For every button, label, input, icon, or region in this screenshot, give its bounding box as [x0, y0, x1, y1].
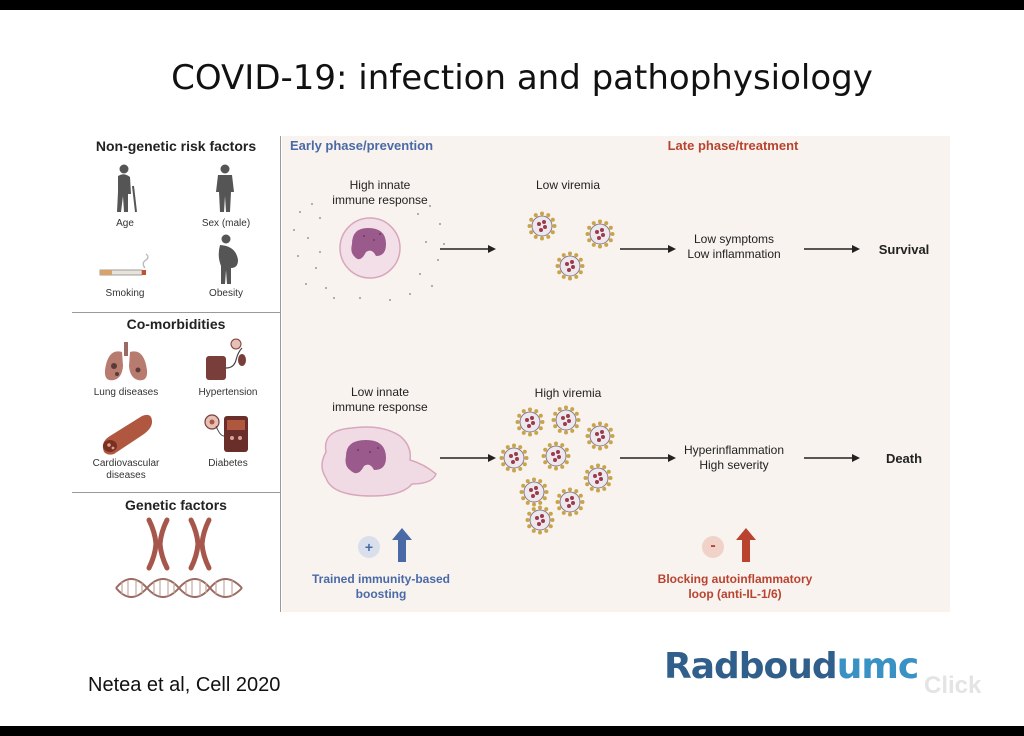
- survival-label: Survival: [878, 242, 930, 257]
- blocking-line2: loop (anti-IL-1/6): [688, 587, 782, 601]
- high-innate-line1: High innate: [349, 178, 411, 192]
- arrow-icon: [620, 245, 676, 253]
- slide-title: COVID-19: infection and pathophysiology: [171, 58, 873, 98]
- virus-cluster-dense-icon: [499, 405, 615, 535]
- dna-helix-icon: [115, 578, 243, 598]
- comorbidities-header: Co-morbidities: [126, 316, 226, 332]
- obese-person-icon: [218, 234, 238, 284]
- age-label: Age: [116, 218, 134, 229]
- virus-cluster-icon: [527, 211, 615, 281]
- hyperinflammation-label: Hyperinflammation High severity: [668, 443, 800, 473]
- high-innate-label: High innate immune response: [320, 178, 440, 208]
- lungs-icon: [104, 342, 148, 381]
- low-innate-line1: Low innate: [350, 385, 410, 399]
- low-symptoms-label: Low symptoms Low inflammation: [674, 232, 794, 262]
- blocking-line1: Blocking autoinflammatory: [657, 572, 813, 586]
- cardiovascular-label: Cardiovascular diseases: [78, 458, 174, 482]
- figure: Non-genetic risk factors Age Sex (male): [72, 136, 950, 612]
- hyperinflammation-line: Hyperinflammation: [683, 443, 785, 457]
- early-phase-header: Early phase/prevention: [290, 138, 434, 153]
- high-severity-line: High severity: [699, 458, 769, 472]
- low-innate-line2: immune response: [332, 400, 428, 414]
- obesity-label: Obesity: [209, 288, 243, 299]
- immune-cell-icon: [293, 199, 445, 301]
- low-innate-label: Low innate immune response: [320, 385, 440, 415]
- virus-particle-icon: [555, 487, 585, 517]
- virus-particle-icon: [551, 405, 581, 435]
- arrow-icon: [440, 245, 496, 253]
- arrow-icon: [804, 245, 860, 253]
- trained-line1: Trained immunity-based: [311, 572, 451, 586]
- chromosome-icon: [146, 517, 170, 571]
- blood-pressure-icon: [206, 338, 246, 380]
- risk-factors-panel: Non-genetic risk factors Age Sex (male): [72, 136, 280, 612]
- hypertension-label: Hypertension: [198, 387, 258, 398]
- virus-particle-icon: [585, 421, 615, 451]
- low-inflammation-line: Low inflammation: [687, 247, 781, 261]
- late-phase-header: Late phase/treatment: [667, 138, 799, 153]
- virus-particle-icon: [583, 463, 613, 493]
- arrow-icon: [804, 454, 860, 462]
- virus-particle-icon: [525, 505, 555, 535]
- genetic-header: Genetic factors: [125, 497, 227, 513]
- virus-particle-icon: [519, 477, 549, 507]
- slide: COVID-19: infection and pathophysiology …: [0, 10, 1024, 726]
- minus-badge: -: [702, 536, 724, 558]
- watermark: Click: [924, 672, 982, 699]
- high-viremia-label: High viremia: [534, 386, 602, 400]
- virus-particle-icon: [515, 407, 545, 437]
- divider: [72, 312, 280, 313]
- diabetes-label: Diabetes: [208, 458, 248, 469]
- cigarette-icon: [99, 253, 149, 276]
- lung-label: Lung diseases: [93, 387, 159, 398]
- chromosome-icon: [188, 517, 212, 571]
- low-symptoms-line: Low symptoms: [693, 232, 775, 246]
- low-viremia-label: Low viremia: [535, 178, 601, 192]
- logo-radboud: Radboud: [664, 646, 838, 687]
- citation: Netea et al, Cell 2020: [88, 674, 281, 696]
- blocking-label: Blocking autoinflammatory loop (anti-IL-…: [640, 572, 830, 602]
- virus-particle-icon: [527, 211, 557, 241]
- virus-particle-icon: [499, 443, 529, 473]
- trained-immunity-label: Trained immunity-based boosting: [296, 572, 466, 602]
- blood-vessel-icon: [102, 414, 152, 455]
- nongenetic-header: Non-genetic risk factors: [95, 138, 257, 154]
- up-arrow-icon: [736, 528, 756, 562]
- smoking-label: Smoking: [105, 288, 145, 299]
- divider: [72, 492, 280, 493]
- disease-course-panel: Early phase/prevention Late phase/treatm…: [282, 136, 950, 612]
- trained-line2: boosting: [355, 587, 407, 601]
- arrow-icon: [620, 454, 676, 462]
- cardio-line1: Cardiovascular: [92, 458, 160, 469]
- sex-label: Sex (male): [201, 218, 251, 229]
- elderly-person-icon: [117, 164, 137, 213]
- logo-umc: umc: [836, 646, 919, 687]
- plus-badge: +: [358, 536, 380, 558]
- up-arrow-icon: [392, 528, 412, 562]
- male-person-icon: [216, 164, 234, 212]
- glucose-meter-icon: [204, 414, 248, 452]
- radboudumc-logo: Radboudumc: [664, 646, 919, 687]
- death-label: Death: [885, 451, 923, 466]
- immune-cell-low-icon: [321, 426, 437, 497]
- cardio-line2: diseases: [106, 470, 146, 481]
- virus-particle-icon: [585, 219, 615, 249]
- virus-particle-icon: [541, 441, 571, 471]
- panel-divider: [280, 136, 281, 612]
- arrow-icon: [440, 454, 496, 462]
- high-innate-line2: immune response: [332, 193, 428, 207]
- virus-particle-icon: [555, 251, 585, 281]
